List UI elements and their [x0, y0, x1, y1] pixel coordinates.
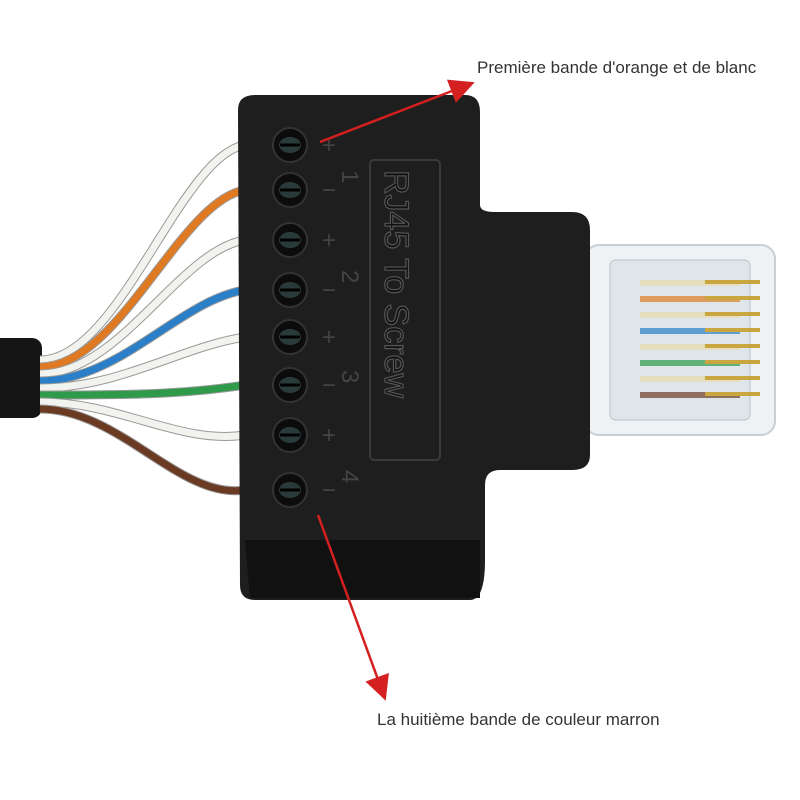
cable-jacket	[0, 338, 42, 418]
pair-number: 3	[336, 370, 363, 383]
polarity-mark: +	[322, 422, 336, 449]
wire	[39, 186, 246, 371]
pair-number: 4	[336, 470, 363, 483]
rj45-plug	[584, 244, 776, 436]
block-label: RJ45 To Screw	[377, 170, 415, 398]
wire	[39, 333, 246, 392]
annotation-top: Première bande d'orange et de blanc	[477, 58, 757, 77]
polarity-mark: −	[322, 477, 336, 504]
screw-terminal-block	[238, 95, 590, 600]
polarity-mark: +	[322, 227, 336, 254]
wires	[39, 140, 247, 496]
polarity-mark: −	[322, 177, 336, 204]
arrow-top	[319, 79, 475, 144]
polarity-mark: +	[322, 324, 336, 351]
wire	[39, 141, 246, 364]
wire	[39, 398, 246, 440]
pair-number: 1	[336, 170, 363, 183]
wire	[39, 236, 246, 378]
arrow-bottom	[316, 514, 389, 701]
polarity-mark: −	[322, 372, 336, 399]
pair-number: 2	[336, 270, 363, 283]
wire	[39, 286, 246, 385]
polarity-mark: −	[322, 277, 336, 304]
wire	[39, 381, 246, 399]
annotation-bottom: La huitième bande de couleur marron	[377, 710, 660, 729]
wire	[39, 405, 246, 495]
